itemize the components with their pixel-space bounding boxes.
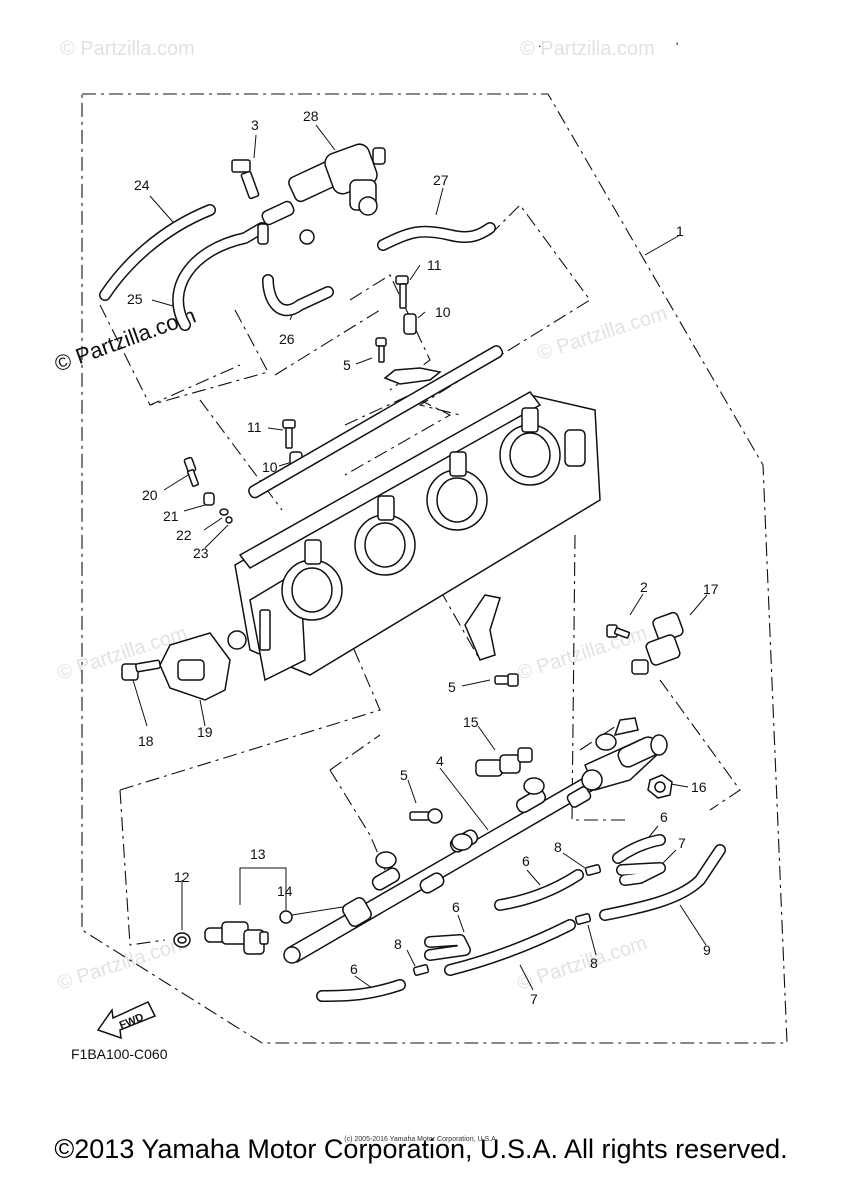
- diagram-code: F1BA100-C060: [71, 1046, 168, 1062]
- watermark: © Partzilla.com: [515, 622, 650, 685]
- hoses: [99, 204, 726, 1002]
- fuel-rail: [283, 733, 662, 964]
- watermark: © Partzilla.com: [60, 38, 195, 60]
- throttle-body-assembly: [234, 345, 601, 682]
- callout: 27: [433, 172, 449, 188]
- callout: 5: [448, 679, 456, 695]
- throttle-position-sensor: [121, 630, 247, 701]
- callout: 6: [452, 899, 460, 915]
- assembly-boundary: [81, 93, 788, 1044]
- callout: 13: [250, 846, 266, 862]
- callout: 6: [522, 853, 530, 869]
- copyright-notice: ©2013 Yamaha Motor Corporation, U.S.A. A…: [54, 1134, 788, 1164]
- watermark: © Partzilla.com: [535, 302, 670, 365]
- callout: 9: [703, 942, 711, 958]
- callout: 12: [174, 869, 190, 885]
- callout: 2: [640, 579, 648, 595]
- callout: 23: [193, 545, 209, 561]
- tiny-copyright: (c) 2005-2016 Yamaha Motor Corporation, …: [344, 1136, 498, 1143]
- watermark: © Partzilla.com: [520, 38, 655, 60]
- screw-set: [183, 456, 233, 524]
- intake-sensor: [606, 611, 684, 675]
- fuel-rail-top: [248, 345, 539, 565]
- callout: 11: [247, 419, 262, 435]
- bolt-part: [231, 159, 260, 200]
- callout: 5: [343, 357, 351, 373]
- callout: 20: [142, 487, 158, 503]
- callout: 16: [691, 779, 707, 795]
- nut: [647, 774, 673, 799]
- corner-mark: .: [538, 36, 542, 50]
- screw: [494, 673, 519, 687]
- callout: 4: [436, 753, 444, 769]
- callout: 17: [703, 581, 719, 597]
- callout: 25: [127, 291, 143, 307]
- callout: 8: [394, 936, 402, 952]
- hose-clip: [412, 864, 602, 976]
- callout: 26: [279, 331, 295, 347]
- callout: 7: [678, 835, 686, 851]
- callout: 7: [530, 991, 538, 1007]
- callout: 15: [463, 714, 479, 730]
- callout: 19: [197, 724, 213, 740]
- callout: 18: [138, 733, 154, 749]
- screw: [409, 808, 443, 824]
- idle-air-valve: [257, 143, 386, 245]
- callout: 28: [303, 108, 319, 124]
- fwd-arrow: FWD: [96, 1001, 157, 1040]
- bracket-part: [383, 367, 501, 661]
- throttle-bore: [281, 424, 561, 621]
- callout: 3: [251, 117, 259, 133]
- rail-end-fitting: [613, 717, 668, 768]
- callout: 14: [277, 883, 293, 899]
- corner-mark: ': [676, 40, 679, 54]
- callout: 22: [176, 527, 192, 543]
- callout: 6: [660, 809, 668, 825]
- pressure-sensor: [475, 747, 533, 777]
- callout: 10: [262, 459, 278, 475]
- fuel-injector: [173, 910, 293, 955]
- callout: 6: [350, 961, 358, 977]
- callout: 5: [400, 767, 408, 783]
- callout: 10: [435, 304, 451, 320]
- callout: 11: [427, 257, 442, 273]
- callout-labels: 1 2 3 4 5 5 5 5 6 6 6 6 7 7 8 8 8 9 10 1…: [127, 108, 719, 1007]
- callout: 21: [163, 508, 179, 524]
- callout: 24: [134, 177, 150, 193]
- callout: 8: [590, 955, 598, 971]
- callout: 8: [554, 839, 562, 855]
- callout: 1: [676, 223, 684, 239]
